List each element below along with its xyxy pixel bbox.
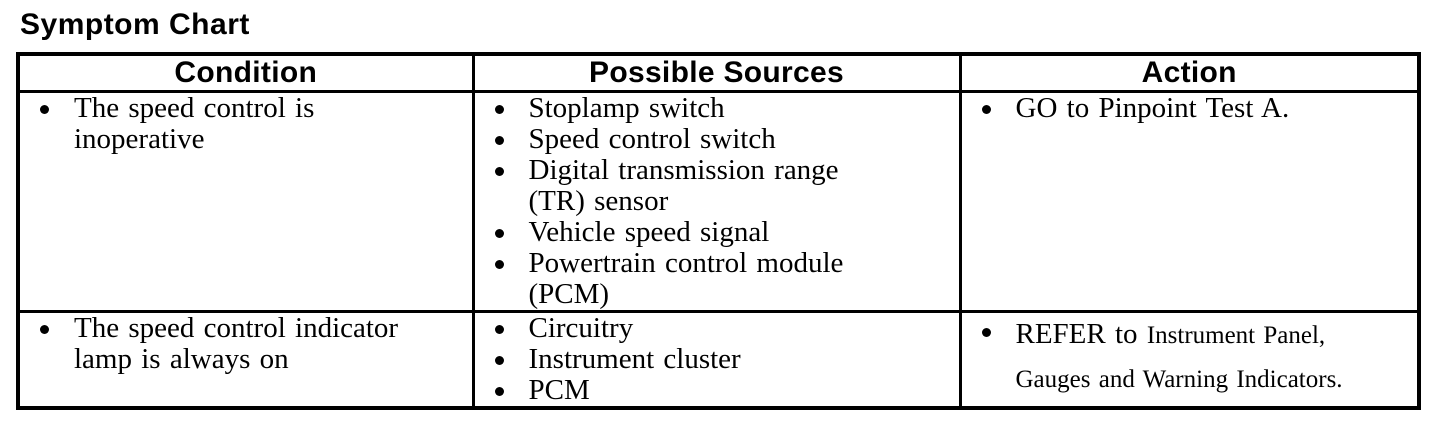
list-item: The speed control indicator lamp is alwa… — [20, 313, 472, 375]
bullet-icon — [981, 328, 991, 337]
source-text: Vehicle speed signal — [528, 216, 770, 248]
list-item: Circuitry — [475, 313, 959, 344]
action-cell: REFER to Instrument Panel, Gauges and Wa… — [958, 310, 1421, 410]
column-header-possible-sources: Possible Sources — [471, 52, 962, 93]
source-text: Instrument cluster — [528, 343, 741, 375]
source-text: Circuitry — [528, 312, 634, 344]
condition-cell: The speed control indicator lamp is alwa… — [16, 310, 475, 410]
list-item: Speed control switch — [475, 124, 959, 155]
bullet-icon — [494, 387, 504, 396]
list-item: Instrument cluster — [475, 344, 959, 375]
page-title: Symptom Chart — [20, 8, 250, 41]
possible-sources-cell: Circuitry Instrument cluster PCM — [471, 310, 962, 410]
column-header-condition: Condition — [16, 52, 475, 93]
list-item: Powertrain control module (PCM) — [475, 248, 959, 310]
bullet-icon — [494, 325, 504, 334]
action-text: GO to Pinpoint Test A. — [1015, 92, 1290, 124]
column-header-action: Action — [958, 52, 1421, 93]
possible-sources-cell: Stoplamp switch Speed control switch Dig… — [471, 90, 962, 313]
header-row: Condition Possible Sources Action — [16, 52, 1421, 93]
bullet-icon — [494, 105, 504, 114]
bullet-icon — [494, 167, 504, 176]
condition-text: The speed control is inoperative — [74, 92, 315, 155]
list-item: Stoplamp switch — [475, 93, 959, 124]
table-row: The speed control is inoperative Stoplam… — [16, 90, 1421, 313]
bullet-icon — [981, 105, 991, 114]
source-text: Digital transmission range (TR) sensor — [528, 154, 839, 217]
source-text: Powertrain control module (PCM) — [528, 247, 844, 310]
list-item: Digital transmission range (TR) sensor — [475, 155, 959, 217]
list-item: Vehicle speed signal — [475, 217, 959, 248]
bullet-icon — [40, 105, 49, 114]
source-text: Stoplamp switch — [528, 92, 725, 124]
bullet-icon — [494, 136, 504, 145]
bullet-icon — [40, 325, 49, 334]
list-item: PCM — [475, 375, 959, 406]
action-verb: REFER to — [1015, 318, 1138, 350]
list-item: REFER to Instrument Panel, Gauges and Wa… — [962, 313, 1418, 401]
source-text: Speed control switch — [528, 123, 776, 155]
condition-cell: The speed control is inoperative — [16, 90, 475, 313]
bullet-icon — [494, 260, 504, 269]
condition-text: The speed control indicator lamp is alwa… — [74, 312, 399, 375]
action-text: REFER to Instrument Panel, Gauges and Wa… — [1016, 313, 1418, 401]
action-cell: GO to Pinpoint Test A. — [958, 90, 1421, 313]
table-row: The speed control indicator lamp is alwa… — [16, 310, 1421, 410]
list-item: GO to Pinpoint Test A. — [962, 93, 1418, 124]
list-item: The speed control is inoperative — [20, 93, 472, 155]
source-text: PCM — [528, 374, 590, 406]
bullet-icon — [494, 356, 504, 365]
action-reference: Instrument Panel, Gauges and Warning Ind… — [1015, 322, 1343, 393]
symptom-chart-table: Condition Possible Sources Action The sp… — [16, 52, 1421, 410]
bullet-icon — [494, 229, 504, 238]
